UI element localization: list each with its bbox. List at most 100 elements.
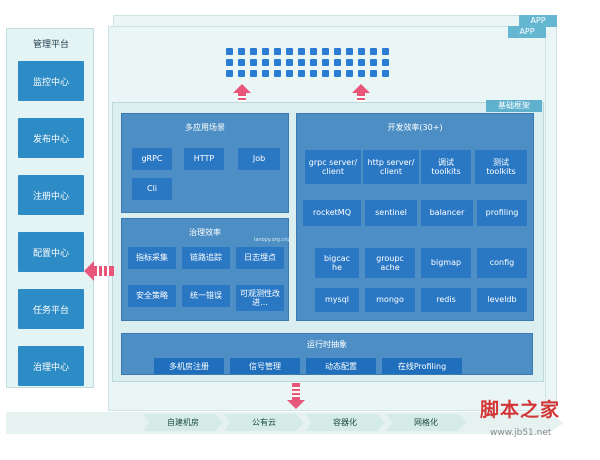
app-instance-dot [274, 59, 281, 66]
app-tag-front: APP [508, 26, 546, 38]
app-instance-dot [334, 48, 341, 55]
app-instance-dot [322, 70, 329, 77]
app-instance-dot [310, 70, 317, 77]
app-instance-dot [274, 48, 281, 55]
app-instance-dot [226, 59, 233, 66]
dev-item: balancer [421, 200, 473, 226]
runtime-signal: 信号管理 [230, 358, 300, 374]
app-instance-dot [346, 59, 353, 66]
app-instance-dot [310, 48, 317, 55]
app-instance-dot [286, 59, 293, 66]
app-instance-dot [346, 70, 353, 77]
app-instance-dot [382, 70, 389, 77]
governance-panel: 治理效率 指标采集 链路追踪 日志埋点 安全策略 统一错误 可观测性改进... [121, 218, 289, 321]
mgmt-task: 任务平台 [18, 289, 84, 329]
app-instance-dot [382, 48, 389, 55]
dev-item: mongo [365, 288, 415, 312]
scenario-http: HTTP [184, 148, 224, 170]
watermark-url: www.jb51.net [490, 428, 552, 438]
runtime-dynamic-config: 动态配置 [306, 358, 376, 374]
left-arrow-icon [84, 261, 114, 281]
infra-mesh: 网格化 [386, 414, 466, 431]
gov-security: 安全策略 [128, 285, 176, 307]
app-instance-dot [370, 48, 377, 55]
app-instance-dot [358, 59, 365, 66]
dev-item: 调试 toolkits [421, 150, 471, 184]
infra-containerization: 容器化 [305, 414, 385, 431]
app-instance-dot [334, 59, 341, 66]
runtime-title: 运行时抽象 [307, 340, 347, 349]
dev-item: rocketMQ [303, 200, 361, 226]
app-instance-dot [262, 70, 269, 77]
app-instance-dot [298, 48, 305, 55]
dev-item: redis [421, 288, 471, 312]
app-instance-grid [226, 48, 406, 78]
app-instance-dot [286, 48, 293, 55]
down-arrow-icon [287, 383, 305, 409]
app-instance-dot [334, 70, 341, 77]
app-instance-dot [298, 70, 305, 77]
scenario-job: Job [238, 148, 280, 170]
base-framework-tag: 基础框架 [486, 100, 542, 112]
app-instance-dot [358, 70, 365, 77]
app-instance-dot [226, 48, 233, 55]
dev-item: bigcac he [315, 248, 359, 278]
app-instance-dot [370, 70, 377, 77]
app-tag-back: APP [519, 15, 557, 27]
dev-item: 测试 toolkits [475, 150, 527, 184]
mgmt-governance: 治理中心 [18, 346, 84, 386]
app-instance-dot [286, 70, 293, 77]
app-instance-dot [322, 48, 329, 55]
dev-item: bigmap [421, 248, 471, 278]
management-title: 管理平台 [32, 40, 69, 50]
app-instance-dot [298, 59, 305, 66]
app-instance-dot [322, 59, 329, 66]
app-instance-dot [346, 48, 353, 55]
infra-self-built-dc: 自建机房 [143, 414, 223, 431]
dev-efficiency-title: 开发效率(30+) [387, 123, 443, 132]
mgmt-config: 配置中心 [18, 232, 84, 272]
app-instance-dot [262, 59, 269, 66]
dev-item: profiling [477, 200, 527, 226]
gov-error: 统一错误 [182, 285, 230, 307]
gov-tracing: 链路追踪 [182, 247, 230, 269]
dev-item: config [477, 248, 527, 278]
app-instance-dot [238, 59, 245, 66]
app-instance-dot [358, 48, 365, 55]
dev-item: mysql [315, 288, 359, 312]
app-instance-dot [382, 59, 389, 66]
gov-metrics: 指标采集 [128, 247, 176, 269]
multi-scenario-panel: 多应用场景 gRPC HTTP Job Cli [121, 113, 289, 213]
scenario-cli: Cli [132, 178, 172, 200]
app-instance-dot [238, 48, 245, 55]
app-instance-dot [274, 70, 281, 77]
management-platform: 管理平台 监控中心 发布中心 注册中心 配置中心 任务平台 治理中心 [6, 28, 94, 388]
governance-title: 治理效率 [189, 228, 221, 237]
watermark-text: 脚本之家 [480, 399, 561, 421]
faint-stamp-text: lanopy.org.cnp [254, 237, 291, 243]
scenario-grpc: gRPC [132, 148, 172, 170]
app-instance-dot [226, 70, 233, 77]
infra-public-cloud: 公有云 [224, 414, 304, 431]
mgmt-registry: 注册中心 [18, 175, 84, 215]
mgmt-release: 发布中心 [18, 118, 84, 158]
runtime-multi-dc: 多机房注册 [154, 358, 224, 374]
dev-item: leveldb [477, 288, 527, 312]
app-instance-dot [250, 48, 257, 55]
dev-item: groupc ache [365, 248, 415, 278]
mgmt-monitoring: 监控中心 [18, 61, 84, 101]
dev-item: sentinel [365, 200, 417, 226]
app-instance-dot [238, 70, 245, 77]
app-instance-dot [250, 59, 257, 66]
dev-item: grpc server/ client [305, 150, 361, 184]
runtime-profiling: 在线Profiling [382, 358, 462, 374]
gov-logging: 日志埋点 [236, 247, 284, 269]
app-instance-dot [262, 48, 269, 55]
dev-item: http server/ client [363, 150, 419, 184]
app-instance-dot [310, 59, 317, 66]
multi-scenario-title: 多应用场景 [185, 123, 225, 132]
app-instance-dot [370, 59, 377, 66]
app-instance-dot [250, 70, 257, 77]
runtime-panel: 运行时抽象 多机房注册 信号管理 动态配置 在线Profiling [121, 333, 533, 375]
